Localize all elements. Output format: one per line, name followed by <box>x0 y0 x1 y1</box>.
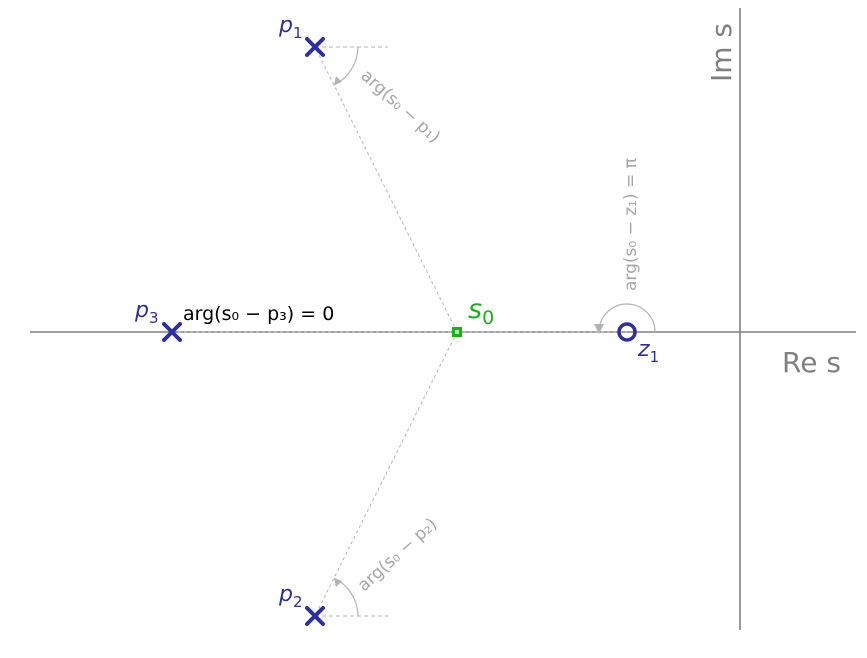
label-z1-base: z <box>637 337 650 362</box>
label-s0-base: s <box>468 294 482 325</box>
label-p2-base: p <box>278 582 293 607</box>
label-p3: p3 <box>134 298 159 327</box>
label-z1-sub: 1 <box>650 348 660 366</box>
guide-s0-p1 <box>314 46 458 333</box>
pole-p3-cross-marker-icon <box>162 322 182 342</box>
label-p3-sub: 3 <box>149 309 159 327</box>
test-point-s0-inner <box>455 330 459 334</box>
imaginary-axis-label: Im s <box>705 23 738 82</box>
label-p2-sub: 2 <box>293 593 303 611</box>
pole-p1-cross-marker-icon <box>305 37 325 57</box>
label-p1-sub: 1 <box>293 24 303 42</box>
angle-arc-z1-arrowhead <box>594 324 604 334</box>
annotation-arg-p2: arg(s₀ − p₂) <box>354 514 441 595</box>
label-p3-base: p <box>134 298 149 323</box>
zero-z1-circle-marker-icon <box>617 322 637 342</box>
angle-arc-p1-arrowhead <box>334 76 342 85</box>
label-s0: s0 <box>468 294 494 329</box>
real-axis-label: Re s <box>782 346 841 379</box>
label-z1: z1 <box>637 337 659 366</box>
label-p1-base: p <box>278 13 293 38</box>
pole-p2-cross-marker-icon <box>305 606 325 626</box>
annotation-arg-p1: arg(s₀ − p₁) <box>357 66 444 147</box>
label-s0-sub: 0 <box>482 307 494 329</box>
angle-arc-p2-arrowhead <box>334 578 342 587</box>
guide-s0-p2 <box>314 331 458 617</box>
annotation-arg-p3: arg(s₀ − p₃) = 0 <box>183 303 334 325</box>
label-p1: p1 <box>278 13 303 42</box>
label-p2: p2 <box>278 582 303 611</box>
annotation-arg-z1: arg(s₀ − z₁) = π <box>621 158 641 291</box>
angle-arc-z1 <box>598 303 656 333</box>
